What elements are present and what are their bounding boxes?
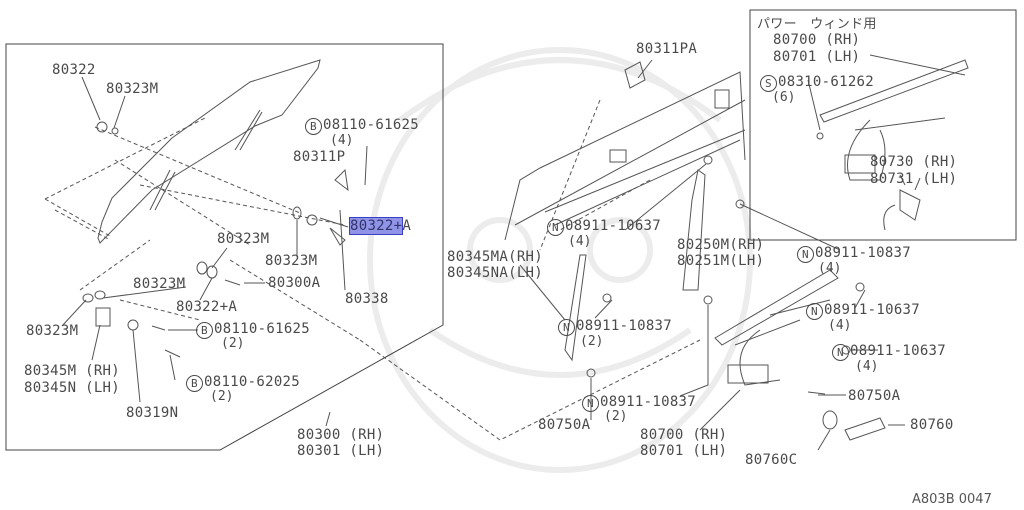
label-80311pa[interactable]: 80311PA — [636, 41, 698, 57]
nut-n-icon: N — [832, 344, 849, 361]
label-80701-lh[interactable]: 80701 (LH) — [773, 49, 861, 65]
label-80300a[interactable]: 80300A — [268, 275, 321, 291]
label-80323m[interactable]: 80323M — [106, 81, 159, 97]
label-80323m[interactable]: 80323M — [26, 323, 79, 339]
front-channel — [564, 254, 587, 362]
door-inner-panel — [504, 61, 746, 241]
part-number: 08310-61262 — [778, 74, 875, 90]
leader-lines-right — [519, 59, 905, 451]
part-number: 08911-10837 — [815, 245, 912, 261]
left-small-parts — [82, 121, 349, 358]
qty: (4) — [330, 133, 354, 148]
label-80701-lh[interactable]: 80701 (LH) — [640, 443, 728, 459]
watermark-emblem — [367, 47, 753, 473]
nut-n-icon: N — [547, 219, 564, 236]
label-80345m[interactable]: 80345M (RH) — [24, 363, 121, 379]
label-80700-rh[interactable]: 80700 (RH) — [640, 427, 728, 443]
label-80322[interactable]: 80322 — [52, 62, 96, 78]
part-number: 08911-10637 — [565, 218, 662, 234]
label-80750a[interactable]: 80750A — [538, 417, 591, 433]
qty: (2) — [210, 389, 234, 404]
inset-regulator — [807, 54, 969, 231]
label-80250m[interactable]: 80250M(RH) — [677, 237, 765, 253]
bolt-b-icon: B — [305, 118, 322, 135]
label-80760[interactable]: 80760 — [910, 417, 954, 433]
nut-n-icon: N — [582, 395, 599, 412]
label-80338[interactable]: 80338 — [345, 291, 389, 307]
label-80731-lh[interactable]: 80731 (LH) — [870, 171, 958, 187]
label-80300-rh[interactable]: 80300 (RH) — [297, 427, 385, 443]
leader-lines-left — [61, 76, 368, 427]
label-80750a[interactable]: 80750A — [848, 388, 901, 404]
label-80323m[interactable]: 80323M — [265, 253, 318, 269]
part-number: 08911-10637 — [824, 302, 921, 318]
part-number: 08911-10837 — [576, 318, 673, 334]
label-80251m[interactable]: 80251M(LH) — [677, 253, 765, 269]
part-number: 08110-61625 — [323, 117, 420, 133]
diagram-code: A803B 0047 — [912, 492, 992, 507]
qty: (4) — [818, 261, 842, 276]
part-number: 08911-10837 — [600, 394, 697, 410]
label-80345ma[interactable]: 80345MA(RH) — [447, 249, 544, 265]
part-number: 08110-62025 — [204, 374, 301, 390]
nut-n-icon: N — [806, 303, 823, 320]
label-80311p[interactable]: 80311P — [293, 149, 346, 165]
glass-panel-frame — [5, 43, 444, 451]
screw-s-icon: S — [760, 75, 777, 92]
inset-title: パワー ウィンド用 — [757, 17, 877, 32]
door-glass — [97, 59, 321, 244]
qty: (4) — [855, 359, 879, 374]
nut-n-icon: N — [797, 246, 814, 263]
qty: (2) — [221, 336, 245, 351]
label-80319n[interactable]: 80319N — [126, 405, 179, 421]
part-number: 08911-10637 — [850, 343, 947, 359]
label-80730-rh[interactable]: 80730 (RH) — [870, 154, 958, 170]
bolt-b-icon: B — [186, 375, 203, 392]
power-window-inset — [749, 9, 1017, 241]
label-80322a-highlighted[interactable]: 80322+A — [348, 217, 412, 235]
label-80760c[interactable]: 80760C — [745, 452, 798, 468]
label-80700-rh[interactable]: 80700 (RH) — [773, 32, 861, 48]
qty: (2) — [604, 409, 628, 424]
qty: (2) — [580, 334, 604, 349]
suffix: A — [402, 218, 412, 234]
highlight: 80322+ — [348, 217, 404, 235]
label-80301-lh[interactable]: 80301 (LH) — [297, 443, 385, 459]
bolt-b-icon: B — [196, 322, 213, 339]
qty: (4) — [828, 318, 852, 333]
qty: (4) — [568, 234, 592, 249]
qty: (6) — [772, 90, 796, 105]
label-80345n[interactable]: 80345N (LH) — [24, 380, 121, 396]
label-80323m[interactable]: 80323M — [133, 276, 186, 292]
window-regulator — [714, 269, 886, 441]
part-number: 08110-61625 — [214, 321, 311, 337]
rear-channel — [682, 169, 706, 291]
label-80323m[interactable]: 80323M — [217, 231, 270, 247]
nut-n-icon: N — [558, 319, 575, 336]
label-80322a[interactable]: 80322+A — [176, 299, 238, 315]
label-80345na[interactable]: 80345NA(LH) — [447, 265, 544, 281]
